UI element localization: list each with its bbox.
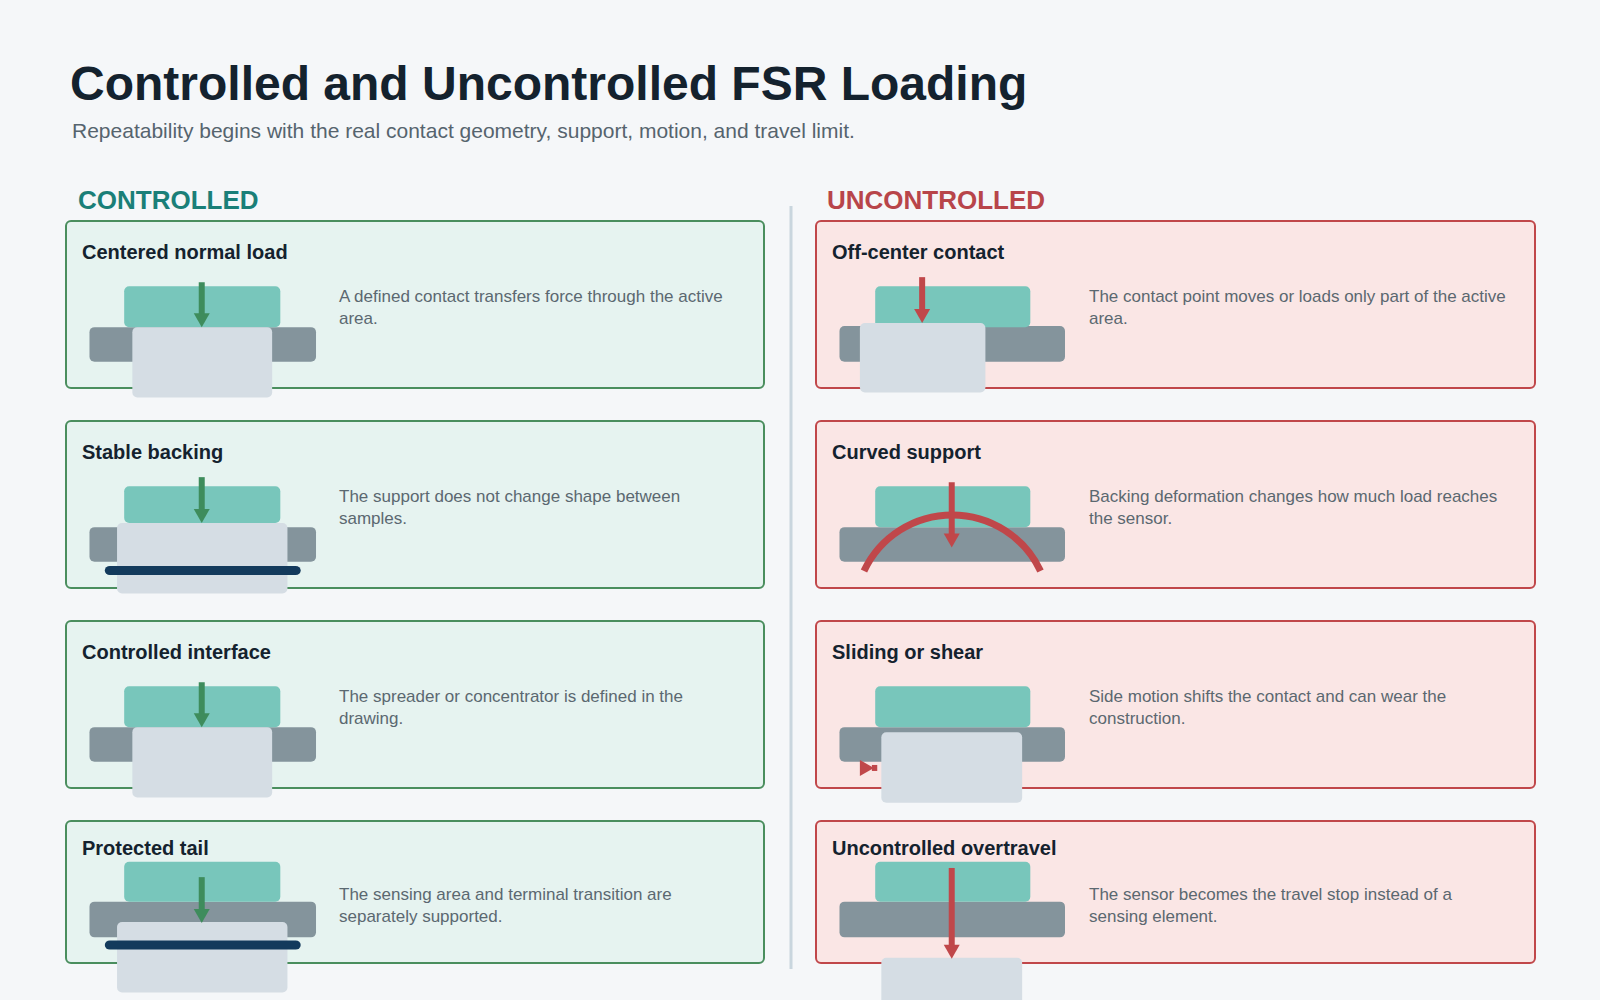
section-heading: UNCONTROLLED — [827, 185, 1045, 215]
uncontrolled-card: Curved supportBacking deformation change… — [815, 420, 1536, 589]
support-block — [881, 958, 1022, 1000]
card-heading: Uncontrolled overtravel — [832, 836, 1057, 860]
support-block — [117, 922, 287, 992]
controlled-card: Stable backingThe support does not chang… — [65, 420, 765, 589]
load-arrow — [944, 482, 960, 547]
support-block — [881, 732, 1022, 802]
support-block — [132, 727, 272, 797]
controlled-card: Centered normal load A defined contact tr… — [65, 220, 765, 389]
card-heading: Curved support — [832, 440, 981, 464]
card-description: Backing deformation changes how much loa… — [1089, 486, 1509, 529]
card-description: The sensor becomes the travel stop inste… — [1089, 884, 1509, 927]
section-heading: CONTROLLED — [78, 185, 259, 215]
load-arrow — [194, 682, 210, 727]
uncontrolled-card: Off-center contactThe contact point move… — [815, 220, 1536, 389]
backing-plate — [105, 940, 301, 949]
support-block — [860, 323, 986, 392]
card-heading: Controlled interface — [82, 640, 271, 664]
controlled-card: Protected tailThe sensing area and termi… — [65, 820, 765, 964]
card-description: A defined contact transfers force throug… — [339, 286, 749, 329]
uncontrolled-card: Uncontrolled overtravelThe sensor become… — [815, 820, 1536, 964]
card-heading: Off-center contact — [832, 240, 1004, 264]
load-arrow — [194, 477, 210, 523]
backing-plate — [105, 566, 301, 575]
title: Controlled and Uncontrolled FSR Loading — [70, 57, 1027, 110]
card-heading: Centered normal load — [82, 240, 288, 264]
actuator — [875, 686, 1030, 727]
column-divider — [790, 206, 793, 969]
card-heading: Protected tail — [82, 836, 209, 860]
uncontrolled-card: Sliding or shearSide motion shifts the c… — [815, 620, 1536, 789]
load-arrow — [914, 277, 930, 323]
actuator — [875, 286, 1030, 327]
subtitle: Repeatability begins with the real conta… — [72, 119, 855, 143]
load-arrow — [194, 877, 210, 923]
card-heading: Sliding or shear — [832, 640, 983, 664]
support-block — [117, 523, 287, 593]
shear-arrow — [860, 760, 877, 776]
card-description: The support does not change shape betwee… — [339, 486, 749, 529]
load-arrow — [194, 282, 210, 327]
card-heading: Stable backing — [82, 440, 223, 464]
controlled-card: Controlled interfaceThe spreader or conc… — [65, 620, 765, 789]
support-block — [132, 327, 272, 397]
card-description: The sensing area and terminal transition… — [339, 884, 749, 927]
card-description: Side motion shifts the contact and can w… — [1089, 686, 1509, 729]
load-arrow — [944, 868, 960, 959]
card-description: The spreader or concentrator is defined … — [339, 686, 749, 729]
card-description: The contact point moves or loads only pa… — [1089, 286, 1509, 329]
